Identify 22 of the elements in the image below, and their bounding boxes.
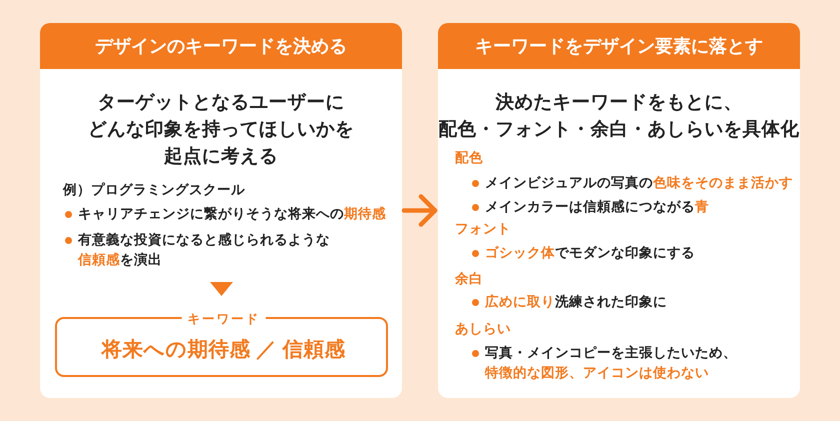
heading: 決めたキーワードをもとに、配色・フォント・余白・あしらいを具体化 <box>438 90 800 141</box>
panel-card <box>438 23 800 398</box>
panel-card <box>40 23 402 398</box>
heading: ターゲットとなるユーザーにどんな印象を持ってほしいかを起点に考える <box>88 90 354 168</box>
bullet-text: 広めに取り洗練された印象に <box>485 293 667 311</box>
box-label: キーワード <box>181 311 266 327</box>
header-band: キーワードをデザイン要素に落とす <box>438 23 800 69</box>
section-title: 配色 <box>455 149 483 167</box>
bullet-text: 有意義な投資になると感じられるような信頼感を演出 <box>78 231 330 269</box>
bullet-text: キャリアチェンジに繋がりそうな将来への期待感 <box>78 205 386 223</box>
arrow <box>402 194 438 227</box>
bullet-text: 写真・メインコピーを主張したいため、特徴的な図形、アイコンは使わない <box>485 344 737 382</box>
bullet-text: メインビジュアルの写真の色味をそのまま活かす <box>485 174 793 192</box>
section-title: あしらい <box>455 320 511 338</box>
section-title: フォント <box>455 220 511 238</box>
bullet-text: ゴシック体でモダンな印象にする <box>485 244 695 262</box>
arrow <box>210 282 233 296</box>
example-label: 例）プログラミングスクール <box>63 181 245 199</box>
keyword-text: 将来への期待感 ／ 信頼感 <box>101 337 346 363</box>
section-title: 余白 <box>455 270 483 288</box>
bullet-text: メインカラーは信頼感につながる青 <box>485 198 709 216</box>
header-band: デザインのキーワードを決める <box>40 23 402 69</box>
